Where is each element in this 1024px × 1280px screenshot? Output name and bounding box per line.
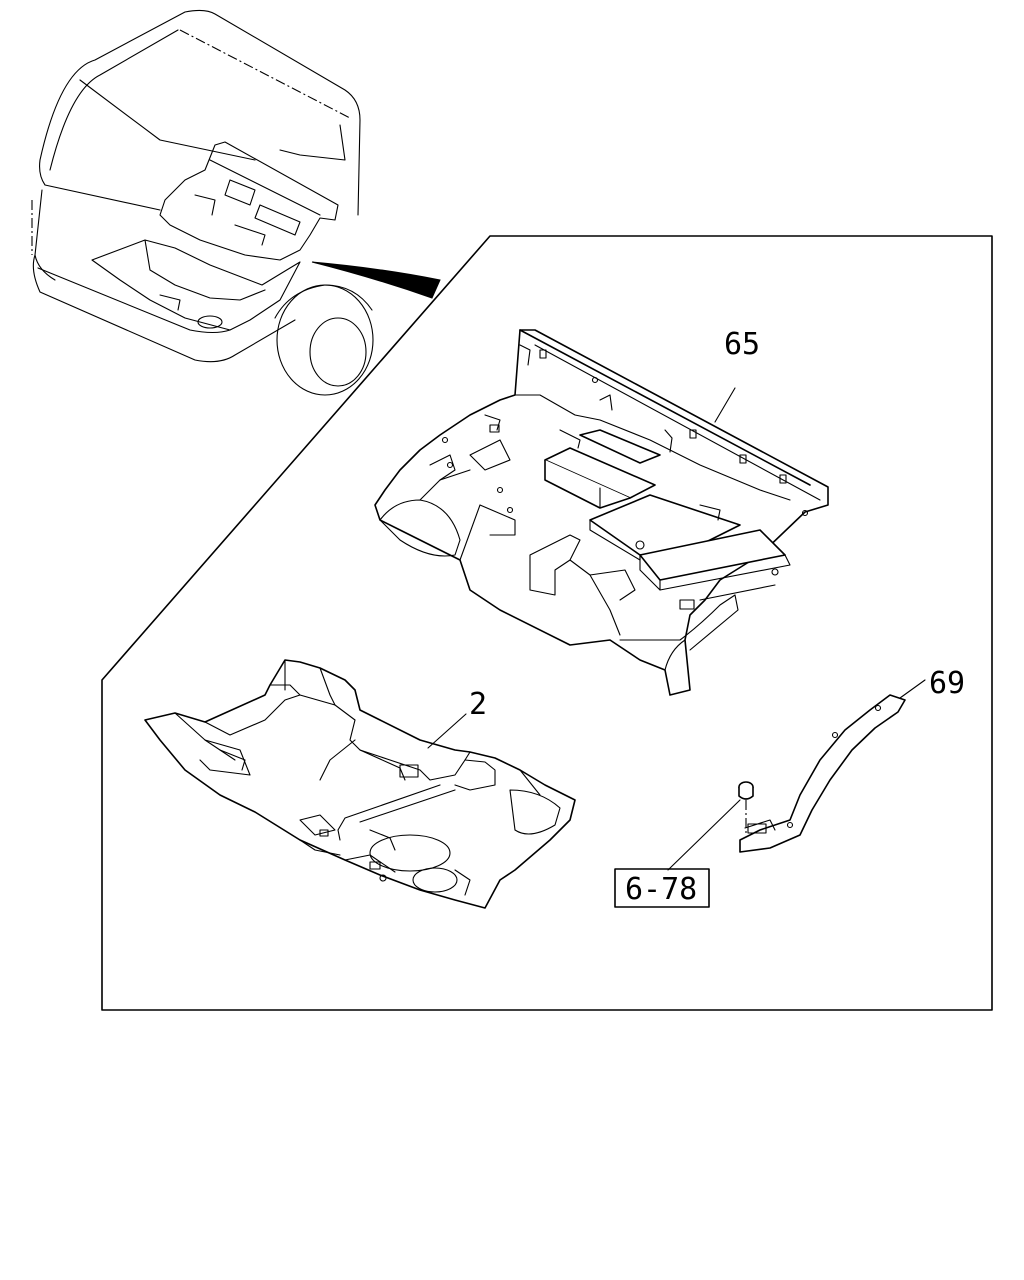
leader-line-69 [899,679,926,699]
floor-panel-65 [374,329,829,696]
leader-line-6-78 [667,799,741,871]
vehicle-cab-overview [31,9,441,396]
callout-69: 69 [929,666,965,701]
side-rail-69 [739,694,906,853]
leader-line-2 [427,713,467,749]
detail-frame [101,235,993,1011]
reference-label-6-78: 6-78 [625,872,697,907]
floor-mat-2 [144,659,576,909]
leader-line-65 [714,387,736,423]
callout-2: 2 [469,687,487,722]
reference-box [614,868,710,908]
callout-65: 65 [724,327,760,362]
screw-fastener [738,781,754,835]
